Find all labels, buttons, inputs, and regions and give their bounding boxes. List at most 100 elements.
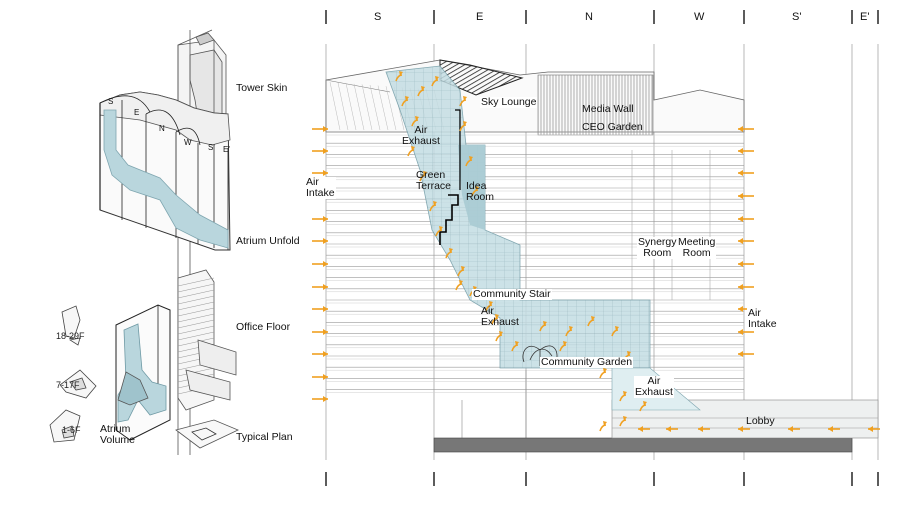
air-exhaust-mid-label: Air Exhaust xyxy=(481,305,519,328)
office-floor-isometric xyxy=(115,269,239,449)
atrium-void xyxy=(385,65,651,369)
airflow-arrow-icon xyxy=(431,76,439,87)
airflow-arrow-icon xyxy=(312,261,328,267)
airflow-arrow-icon xyxy=(619,416,627,427)
airflow-arrow-icon xyxy=(738,284,754,290)
media-wall-label: Media Wall xyxy=(582,103,634,115)
airflow-arrow-icon xyxy=(565,326,573,337)
airflow-arrow-icon xyxy=(312,374,328,380)
tower-skin-isometric xyxy=(99,29,231,455)
airflow-arrow-icon xyxy=(788,426,800,432)
airflow-arrow-icon xyxy=(312,216,328,222)
airflow-arrow-icon xyxy=(471,186,479,197)
floor-range-1-6: 1-6F xyxy=(62,425,81,435)
air-exhaust-top-label: Air Exhaust xyxy=(402,124,440,147)
airflow-arrow-icon xyxy=(417,86,425,97)
airflow-arrow-icon xyxy=(312,170,328,176)
airflow-arrow-icon xyxy=(638,426,650,432)
airflow-arrow-icon xyxy=(738,238,754,244)
office-floor-label: Office Floor xyxy=(236,321,291,333)
air-exhaust-low-label: Air Exhaust xyxy=(634,375,674,398)
airflow-arrow-icon xyxy=(429,201,437,212)
unfold-letter-s: S xyxy=(108,97,114,106)
air-intake-left-label: Air Intake xyxy=(305,176,336,199)
airflow-arrow-icon xyxy=(457,266,465,277)
airflow-arrow-icon xyxy=(619,391,627,402)
typical-plan-label: Typical Plan xyxy=(236,431,293,443)
unfold-letter-s-prime: S' xyxy=(208,143,215,152)
airflow-arrow-icon xyxy=(459,96,467,107)
airflow-arrow-icon xyxy=(312,148,328,154)
airflow-arrow-icon xyxy=(312,396,328,402)
airflow-arrow-icon xyxy=(435,226,443,237)
airflow-arrow-icon xyxy=(495,331,503,342)
airflow-arrow-icon xyxy=(611,326,619,337)
floor-range-18-29: 18-29F xyxy=(56,331,85,341)
community-stair-label: Community Stair xyxy=(472,288,552,300)
airflow-arrow-icon xyxy=(511,341,519,352)
airflow-arrow-icon xyxy=(445,248,453,259)
airflow-arrow-icon xyxy=(411,116,419,127)
airflow-arrow-icon xyxy=(738,261,754,267)
airflow-arrow-icon xyxy=(395,71,403,82)
airflow-arrow-icon xyxy=(312,126,328,132)
airflow-arrow-icon xyxy=(485,301,493,312)
column-ticks xyxy=(325,10,879,486)
facade-col-e: E xyxy=(476,11,484,23)
airflow-arrow-icon xyxy=(828,426,840,432)
air-intake-right-label: Air Intake xyxy=(747,307,778,330)
airflow-arrow-icon xyxy=(738,351,754,357)
synergy-room-label: Synergy Room xyxy=(637,236,678,259)
airflow-arrow-icon xyxy=(401,96,409,107)
facade-col-w: W xyxy=(694,11,705,23)
floor-slabs xyxy=(326,131,744,438)
community-garden-label: Community Garden xyxy=(540,356,634,368)
airflow-arrows xyxy=(312,71,880,432)
airflow-arrow-icon xyxy=(491,314,499,325)
facade-col-s: S xyxy=(374,11,382,23)
floor-range-7-17: 7-17F xyxy=(56,380,80,390)
airflow-arrow-icon xyxy=(868,426,880,432)
airflow-arrow-icon xyxy=(419,171,427,182)
airflow-arrow-icon xyxy=(698,426,710,432)
airflow-arrow-icon xyxy=(738,216,754,222)
airflow-arrow-icon xyxy=(465,156,473,167)
airflow-arrow-icon xyxy=(738,193,754,199)
airflow-arrow-icon xyxy=(312,329,328,335)
airflow-arrow-icon xyxy=(738,170,754,176)
airflow-arrow-icon xyxy=(587,316,595,327)
floor-range-pictograms xyxy=(49,305,97,443)
unfold-letter-n: N xyxy=(159,124,165,133)
airflow-arrow-icon xyxy=(312,238,328,244)
atrium-volume-label: Atrium Volume xyxy=(100,423,136,446)
airflow-arrow-icon xyxy=(599,368,607,379)
airflow-arrow-icon xyxy=(312,284,328,290)
airflow-arrow-icon xyxy=(738,329,754,335)
airflow-arrow-icon xyxy=(455,280,463,291)
unfold-letter-w: W xyxy=(184,138,192,147)
airflow-arrow-icon xyxy=(599,421,607,432)
facade-col-e-prime: E' xyxy=(860,11,870,23)
unfold-letter-e-prime: E' xyxy=(223,145,230,154)
tower-skin-label: Tower Skin xyxy=(236,82,288,94)
idea-room-label: Idea Room xyxy=(466,180,495,203)
airflow-arrow-icon xyxy=(738,148,754,154)
airflow-arrow-icon xyxy=(559,341,567,352)
atrium-unfold-label: Atrium Unfold xyxy=(236,235,300,247)
airflow-arrow-icon xyxy=(666,426,678,432)
airflow-arrow-icon xyxy=(639,401,647,412)
sky-lounge-label: Sky Lounge xyxy=(480,96,538,108)
airflow-arrow-icon xyxy=(539,321,547,332)
unfold-letter-e: E xyxy=(134,108,140,117)
airflow-arrow-icon xyxy=(459,121,467,132)
lobby-label: Lobby xyxy=(746,415,775,427)
airflow-arrow-icon xyxy=(738,426,750,432)
facade-col-s-prime: S' xyxy=(792,11,802,23)
airflow-arrow-icon xyxy=(312,351,328,357)
meeting-room-label: Meeting Room xyxy=(677,236,717,259)
airflow-arrow-icon xyxy=(312,306,328,312)
airflow-arrow-icon xyxy=(738,126,754,132)
ceo-garden-label: CEO Garden xyxy=(582,121,643,133)
facade-col-n: N xyxy=(585,11,593,23)
